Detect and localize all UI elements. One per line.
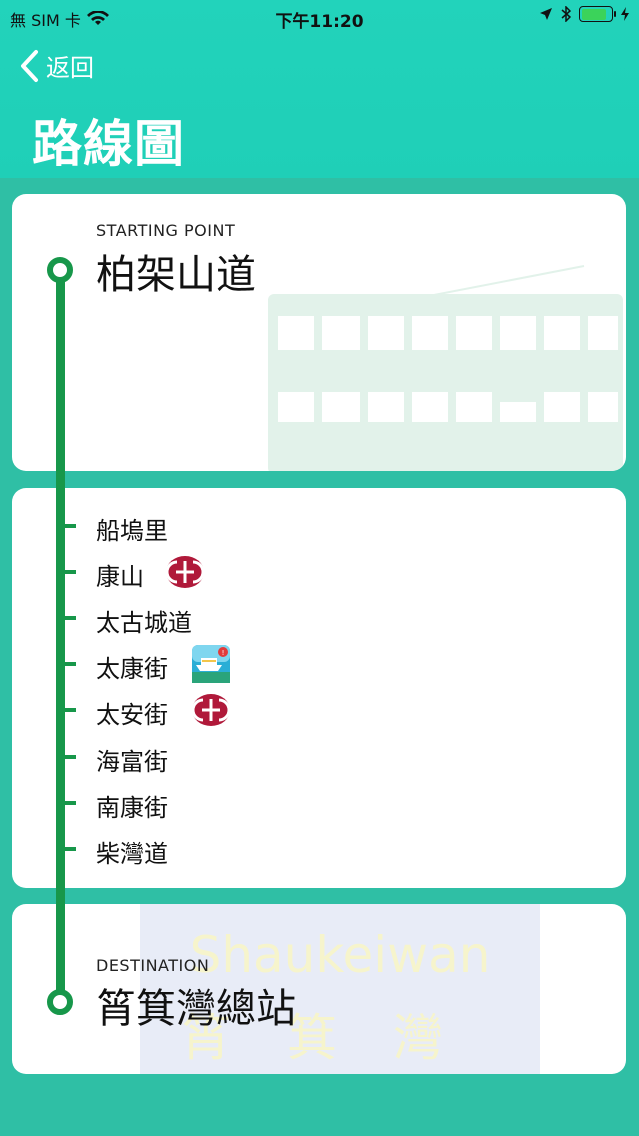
list-item[interactable]: 太安街 <box>12 690 626 730</box>
starting-point-card: STARTING POINT 柏架山道 <box>12 194 626 471</box>
battery-icon <box>579 6 616 22</box>
list-item[interactable]: 太古城道 <box>12 598 626 638</box>
wifi-icon <box>86 11 109 25</box>
destination-label: DESTINATION <box>96 956 210 975</box>
mtr-icon <box>192 694 230 726</box>
stop-name: 海富街 <box>96 748 168 776</box>
stops-card: 船塢里 康山 太古城道 太康街 ! <box>12 488 626 888</box>
route-line <box>56 268 65 1002</box>
start-node-icon <box>47 257 73 283</box>
end-node-icon <box>47 989 73 1015</box>
stop-tick <box>65 616 76 620</box>
list-item[interactable]: 南康街 <box>12 783 626 823</box>
svg-text:!: ! <box>222 649 225 657</box>
chevron-left-icon <box>21 49 38 82</box>
stop-name: 船塢里 <box>96 517 168 545</box>
carrier-label: 無 SIM 卡 <box>10 11 81 30</box>
stop-tick <box>65 570 76 574</box>
stop-tick <box>65 662 76 666</box>
starting-point-name: 柏架山道 <box>96 252 256 298</box>
header: 無 SIM 卡 下午11:20 返回 <box>0 0 639 178</box>
shaukeiwan-watermark: Shaukeiwan 筲箕灣 <box>140 904 540 1074</box>
list-item[interactable]: 柴灣道 <box>12 829 626 869</box>
status-time: 下午11:20 <box>275 12 364 32</box>
starting-point-label: STARTING POINT <box>96 221 236 240</box>
list-item[interactable]: 海富街 <box>12 737 626 777</box>
location-arrow-icon <box>540 8 552 20</box>
tram-illustration <box>268 265 623 471</box>
watermark-chinese: 筲箕灣 <box>181 1009 499 1067</box>
list-item[interactable]: 太康街 ! <box>12 644 626 684</box>
bluetooth-icon <box>561 6 571 22</box>
stop-tick <box>65 708 76 712</box>
back-label: 返回 <box>46 54 94 82</box>
destination-card: Shaukeiwan 筲箕灣 DESTINATION 筲箕灣總站 <box>12 904 626 1074</box>
mtr-icon <box>166 556 204 588</box>
stop-tick <box>65 847 76 851</box>
back-button[interactable]: 返回 <box>18 48 94 83</box>
stop-name: 太康街 <box>96 655 168 683</box>
watermark-english: Shaukeiwan <box>189 926 491 984</box>
charging-icon <box>621 7 629 21</box>
page-title: 路線圖 <box>32 115 185 173</box>
stop-tick <box>65 755 76 759</box>
list-item[interactable]: 船塢里 <box>12 506 626 546</box>
stop-tick <box>65 801 76 805</box>
list-item[interactable]: 康山 <box>12 552 626 592</box>
status-bar: 無 SIM 卡 下午11:20 <box>0 0 639 34</box>
stop-name: 康山 <box>96 563 144 591</box>
destination-name: 筲箕灣總站 <box>96 986 296 1032</box>
stop-name: 太古城道 <box>96 609 192 637</box>
stop-name: 柴灣道 <box>96 840 168 868</box>
ferry-icon: ! <box>192 645 230 683</box>
stop-name: 南康街 <box>96 794 168 822</box>
stop-name: 太安街 <box>96 701 168 729</box>
stop-tick <box>65 524 76 528</box>
